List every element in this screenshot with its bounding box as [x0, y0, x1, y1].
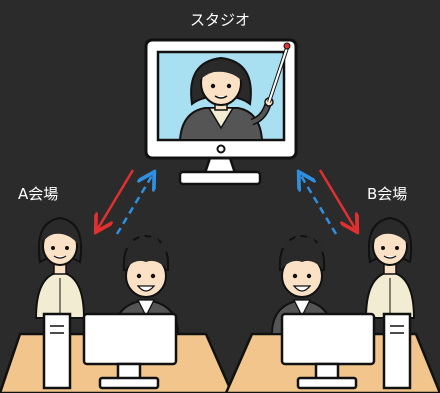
- arrow-studio-to-a: [97, 169, 135, 230]
- arrows-right: [300, 170, 356, 234]
- venue-a-woman-icon: [34, 216, 86, 319]
- arrow-studio-to-b: [318, 169, 356, 230]
- venue-a-pc-monitor-icon: [82, 312, 178, 390]
- arrow-b-to-studio: [300, 174, 338, 235]
- venue-a-icon: [0, 216, 234, 393]
- presenter-icon: [178, 42, 291, 141]
- venue-a-pc-tower-icon: [42, 312, 72, 390]
- venue-b-label: B会場: [367, 185, 408, 203]
- arrow-a-to-studio: [115, 174, 153, 235]
- venue-b-icon: [224, 216, 440, 393]
- venue-a-label: A会場: [18, 185, 59, 203]
- venue-b-pc-tower-icon: [382, 312, 412, 390]
- arrows-left: [97, 170, 153, 234]
- venue-b-woman-icon: [364, 216, 416, 319]
- studio-label: スタジオ: [189, 11, 250, 29]
- venue-b-pc-monitor-icon: [280, 312, 376, 390]
